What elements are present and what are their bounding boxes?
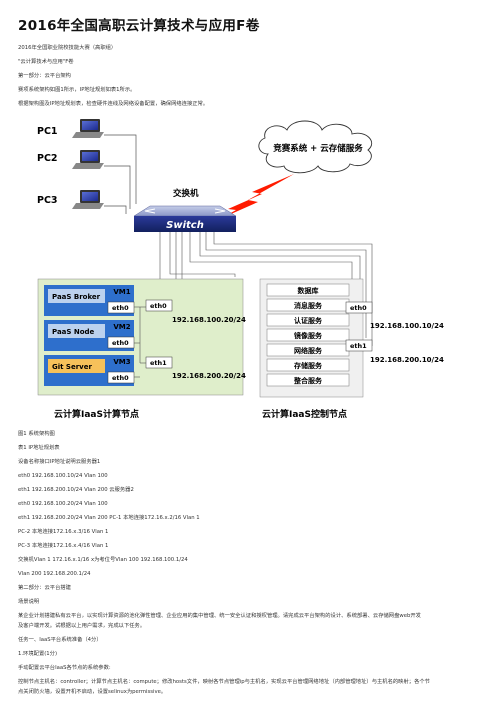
body-line-10: 交换机Vlan 1 172.16.x.1/16 x为考位号Vlan 100 19… (18, 557, 188, 563)
body-line-6: eth0 192.168.100.20/24 Vlan 100 (18, 501, 108, 507)
compute-ip-200: 192.168.200.20/24 (172, 372, 246, 380)
body-line-8: PC-2 本地连接172.16.x.3/16 Vlan 1 (18, 529, 109, 535)
control-node-caption: 云计算IaaS控制节点 (262, 408, 347, 420)
service-paas-broker: PaaS Broker (52, 293, 101, 301)
control-services (266, 283, 350, 387)
vm1-eth0-label: eth0 (112, 304, 129, 312)
body-line-2: 表1 IP地址规划表 (18, 445, 60, 451)
laptop-icon (72, 150, 104, 169)
compute-eth1-label: eth1 (150, 359, 167, 367)
body-line-13: 场景说明 (18, 599, 40, 605)
page-title: 2016年全国高职云计算技术与应用F卷 (18, 18, 260, 34)
body-line-1: 图1 系统架构图 (18, 431, 55, 437)
body-line-20: 点关闭防火墙，设置开机不启动，设置selinux为permissive。 (18, 689, 167, 695)
laptop-icon (72, 119, 104, 138)
cloud-label: 竞赛系统 + 云存储服务 (272, 143, 363, 154)
service-image: 镜像服务 (294, 331, 323, 340)
intro-line-1: 2016年全国职业院校技能大赛（高职组） (18, 45, 117, 51)
body-line-12: 第二部分：云平台搭建 (18, 585, 71, 591)
service-paas-node: PaaS Node (52, 328, 95, 336)
control-ip-200: 192.168.200.10/24 (370, 356, 444, 364)
lightning-icon (222, 174, 294, 218)
vm2-eth0-label: eth0 (112, 339, 129, 347)
service-auth: 认证服务 (294, 316, 323, 325)
body-line-11: Vlan 200 192.168.200.1/24 (18, 571, 91, 577)
system-architecture-diagram: PC1 PC2 PC3 竞赛系统 + 云存储服务 交换机 Switch (37, 119, 444, 420)
body-line-4: eth0 192.168.100.10/24 Vlan 100 (18, 473, 108, 479)
body-line-14: 某企业计划搭建私有云平台，以实现计算资源的池化弹性管理、企业应用的集中管理、统一… (18, 613, 421, 619)
service-network: 网络服务 (294, 346, 323, 355)
body-line-16: 任务一、IaaS平台系统准备（4分） (18, 637, 102, 643)
service-database: 数据库 (298, 286, 319, 295)
vm1-label: VM1 (113, 288, 130, 296)
service-storage: 存储服务 (294, 361, 323, 370)
compute-node-caption: 云计算IaaS计算节点 (54, 408, 139, 420)
pc3-label: PC3 (37, 195, 58, 206)
body-line-7: eth1 192.168.200.20/24 Vlan 200 PC-1 本地连… (18, 515, 200, 521)
pc1-label: PC1 (37, 126, 58, 137)
control-eth1-label: eth1 (350, 342, 367, 350)
body-line-17: 1.环境配置(1分) (18, 651, 58, 657)
body-line-5: eth1 192.168.200.10/24 Vlan 200 云服务器2 (18, 487, 134, 493)
switch-icon (133, 205, 237, 232)
service-messaging: 消息服务 (294, 301, 323, 310)
intro-line-3: 第一部分：云平台架构 (18, 73, 71, 79)
switch-caption: 交换机 (173, 188, 199, 199)
compute-ip-100: 192.168.100.20/24 (172, 316, 246, 324)
vm2-label: VM2 (113, 323, 130, 331)
intro-line-4: 赛项系统架构如图1所示，IP地址规划如表1所示。 (18, 87, 136, 93)
vm3-label: VM3 (113, 358, 130, 366)
body-line-9: PC-3 本地连接172.16.x.4/16 Vlan 1 (18, 543, 109, 549)
pc2-label: PC2 (37, 153, 58, 164)
vm3-eth0-label: eth0 (112, 374, 129, 382)
service-integration: 整合服务 (293, 376, 323, 385)
body-line-3: 设备名称接口IP地址说明云服务器1 (18, 459, 101, 465)
control-eth0-label: eth0 (350, 304, 367, 312)
compute-eth0-label: eth0 (150, 302, 167, 310)
service-git-server: Git Server (52, 363, 92, 371)
body-line-18: 手动配置云平台IaaS各节点的系统参数: (18, 665, 111, 671)
intro-line-5: 根据架构图及IP地址规划表，检查硬件连线及网络设备配置，确保网络连接正常。 (18, 101, 209, 107)
cloud-icon (258, 120, 373, 174)
body-line-15: 及客户端开发。试根据以上用户需求，完成以下任务。 (18, 623, 146, 629)
laptop-icon (72, 190, 104, 209)
body-line-19: 控制节点主机名：controller；计算节点主机名：compute；修改hos… (18, 679, 430, 685)
control-ip-100: 192.168.100.10/24 (370, 322, 444, 330)
intro-line-2: "云计算技术与应用"F卷 (18, 59, 74, 65)
switch-label: Switch (166, 220, 204, 231)
